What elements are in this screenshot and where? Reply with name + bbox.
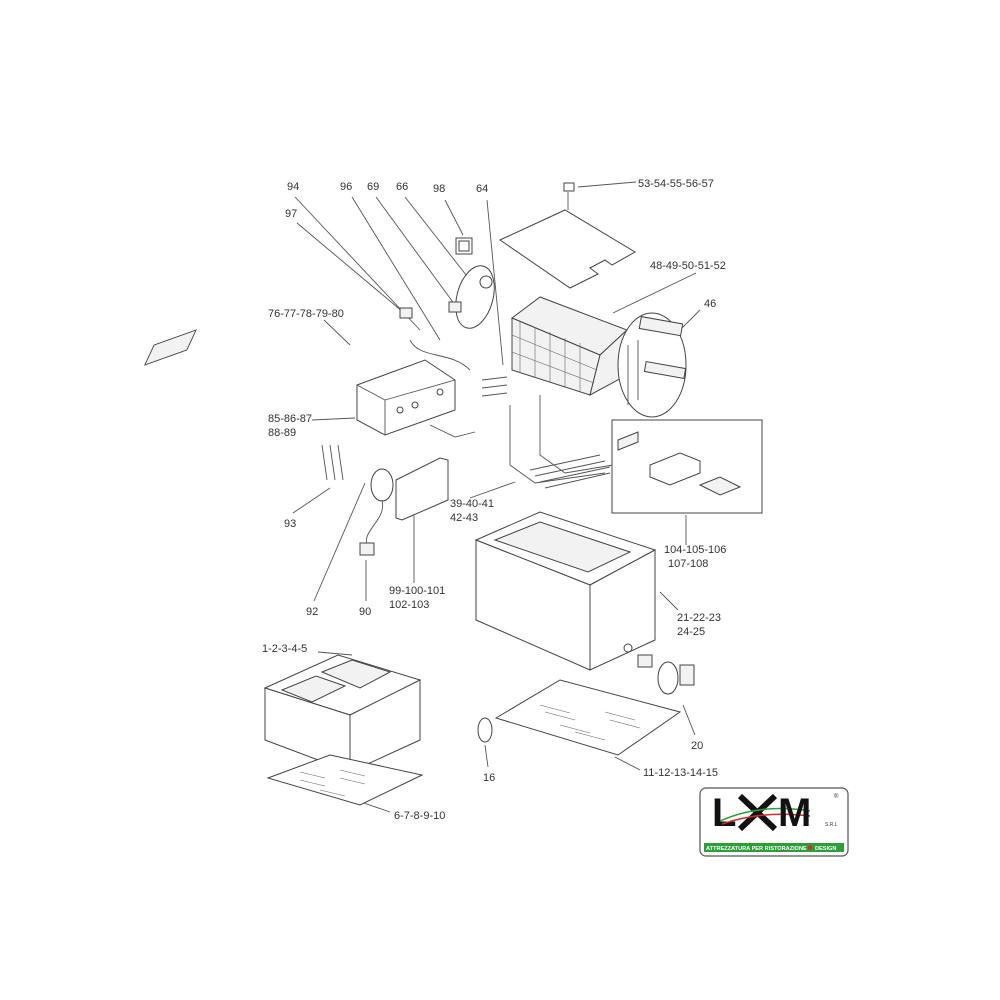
basket bbox=[511, 296, 628, 396]
double-base-panel bbox=[266, 754, 424, 806]
base-panel bbox=[494, 679, 682, 756]
label-20: 20 bbox=[691, 740, 703, 752]
sensor-rod bbox=[429, 424, 476, 438]
label-94: 94 bbox=[287, 181, 299, 193]
logo-letter-m: M bbox=[778, 791, 811, 835]
label-53-57: 53-54-55-56-57 bbox=[638, 178, 714, 190]
label-92: 92 bbox=[306, 606, 318, 618]
label-48-52: 48-49-50-51-52 bbox=[650, 260, 726, 272]
label-99-101: 99-100-101 bbox=[389, 585, 445, 597]
label-11-15: 11-12-13-14-15 bbox=[643, 767, 718, 779]
knob bbox=[479, 275, 493, 289]
label-46: 46 bbox=[704, 298, 716, 310]
double-fryer-tank bbox=[263, 654, 422, 773]
label-93: 93 bbox=[284, 518, 296, 530]
label-102-103: 102-103 bbox=[389, 599, 429, 611]
label-1-5: 1-2-3-4-5 bbox=[262, 643, 307, 655]
label-69: 69 bbox=[367, 181, 379, 193]
label-76-80: 76-77-78-79-80 bbox=[268, 308, 344, 320]
leader-lines bbox=[292, 181, 701, 813]
label-42-43: 42-43 bbox=[450, 512, 478, 524]
label-6-10: 6-7-8-9-10 bbox=[394, 810, 445, 822]
logo-tagline: ATTREZZATURA PER RISTORAZIONE bbox=[706, 846, 807, 852]
part-64-clips bbox=[481, 376, 508, 397]
cable bbox=[409, 339, 471, 371]
power-cord bbox=[365, 499, 384, 546]
knife-fork-icon bbox=[737, 793, 778, 832]
part-69 bbox=[448, 301, 462, 313]
label-16: 16 bbox=[483, 772, 495, 784]
label-96: 96 bbox=[340, 181, 352, 193]
fryer-tank bbox=[474, 511, 657, 671]
screws bbox=[321, 444, 344, 481]
plug bbox=[359, 542, 375, 556]
logo-srl: S.R.L bbox=[825, 822, 838, 828]
label-66: 66 bbox=[396, 181, 408, 193]
lid bbox=[498, 182, 636, 289]
logo-letter-l: L bbox=[712, 791, 736, 835]
label-98: 98 bbox=[433, 183, 445, 195]
accessory-inset bbox=[611, 419, 763, 514]
handle-detail bbox=[617, 312, 687, 418]
part-97 bbox=[399, 307, 413, 319]
front-plate bbox=[143, 329, 197, 366]
logo-tagline-design: DESIGN bbox=[815, 846, 836, 852]
label-90: 90 bbox=[359, 606, 371, 618]
label-97: 97 bbox=[285, 208, 297, 220]
label-107-108: 107-108 bbox=[668, 558, 708, 570]
control-box bbox=[356, 359, 456, 436]
thermostat bbox=[370, 468, 394, 502]
part-labels: 94 96 69 66 98 64 97 53-54-55-56-57 48-4… bbox=[262, 178, 726, 822]
label-39-41: 39-40-41 bbox=[450, 498, 494, 510]
heating-element bbox=[509, 395, 626, 489]
part-16 bbox=[477, 717, 493, 743]
label-21-23: 21-22-23 bbox=[677, 612, 721, 624]
lxm-logo: L M ® S.R.L ATTREZZATURA PER RISTORAZION… bbox=[699, 787, 849, 857]
logo-registered: ® bbox=[834, 793, 839, 800]
label-85-87: 85-86-87 bbox=[268, 413, 312, 425]
part-98-inner bbox=[458, 240, 470, 252]
part-66-detail bbox=[455, 265, 495, 329]
label-88-89: 88-89 bbox=[268, 427, 296, 439]
label-104-106: 104-105-106 bbox=[664, 544, 726, 556]
electrical-box bbox=[395, 457, 449, 521]
label-24-25: 24-25 bbox=[677, 626, 705, 638]
drain-valve bbox=[637, 654, 695, 695]
label-64: 64 bbox=[476, 183, 488, 195]
